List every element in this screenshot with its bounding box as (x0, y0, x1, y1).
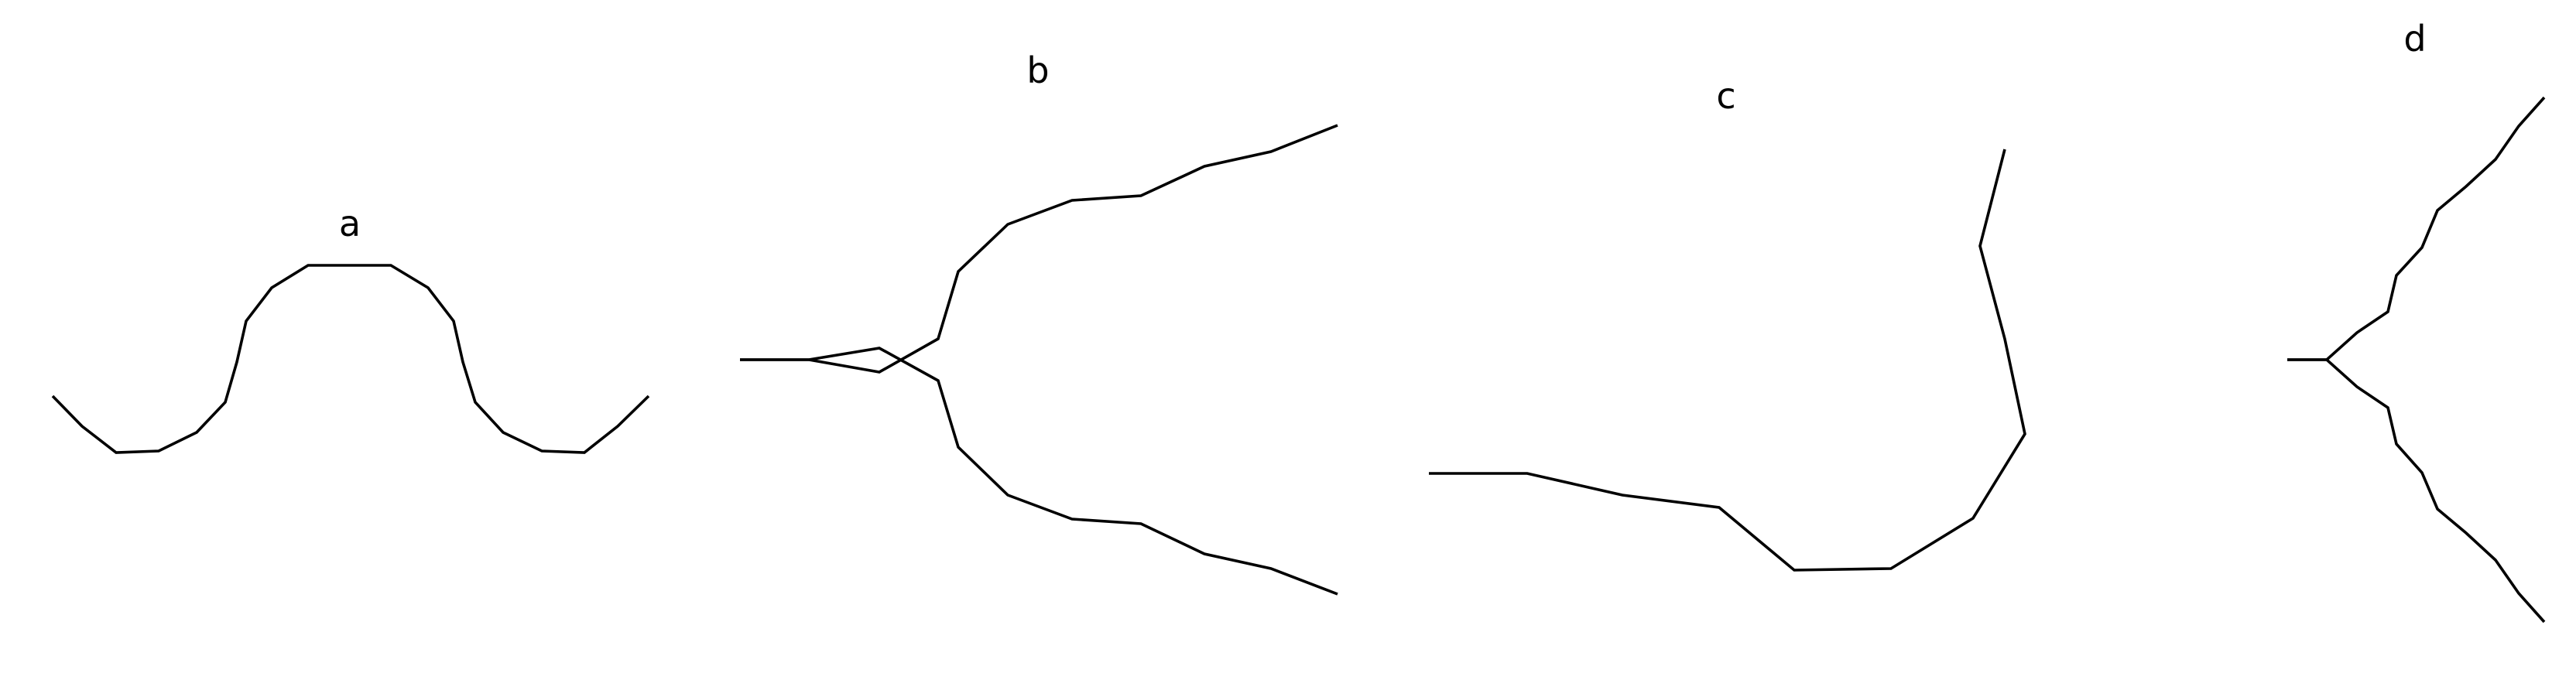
panel-a: a (51, 203, 650, 454)
panel-b-branch-2 (740, 124, 1338, 374)
panel-d: d (2287, 18, 2546, 623)
panel-b-branch-1 (740, 347, 1338, 596)
panel-a-branch-1 (51, 264, 650, 454)
panel-c-branch-1 (1429, 149, 2026, 572)
panel-c: c (1429, 75, 2026, 572)
panel-c-label: c (1716, 75, 1735, 117)
panel-a-label: a (339, 203, 361, 244)
panel-d-branch-1 (2287, 96, 2546, 361)
panel-d-branch-2 (2287, 358, 2546, 623)
panel-b: b (740, 50, 1338, 596)
panel-d-label: d (2403, 18, 2426, 60)
panel-b-label: b (1026, 50, 1049, 91)
